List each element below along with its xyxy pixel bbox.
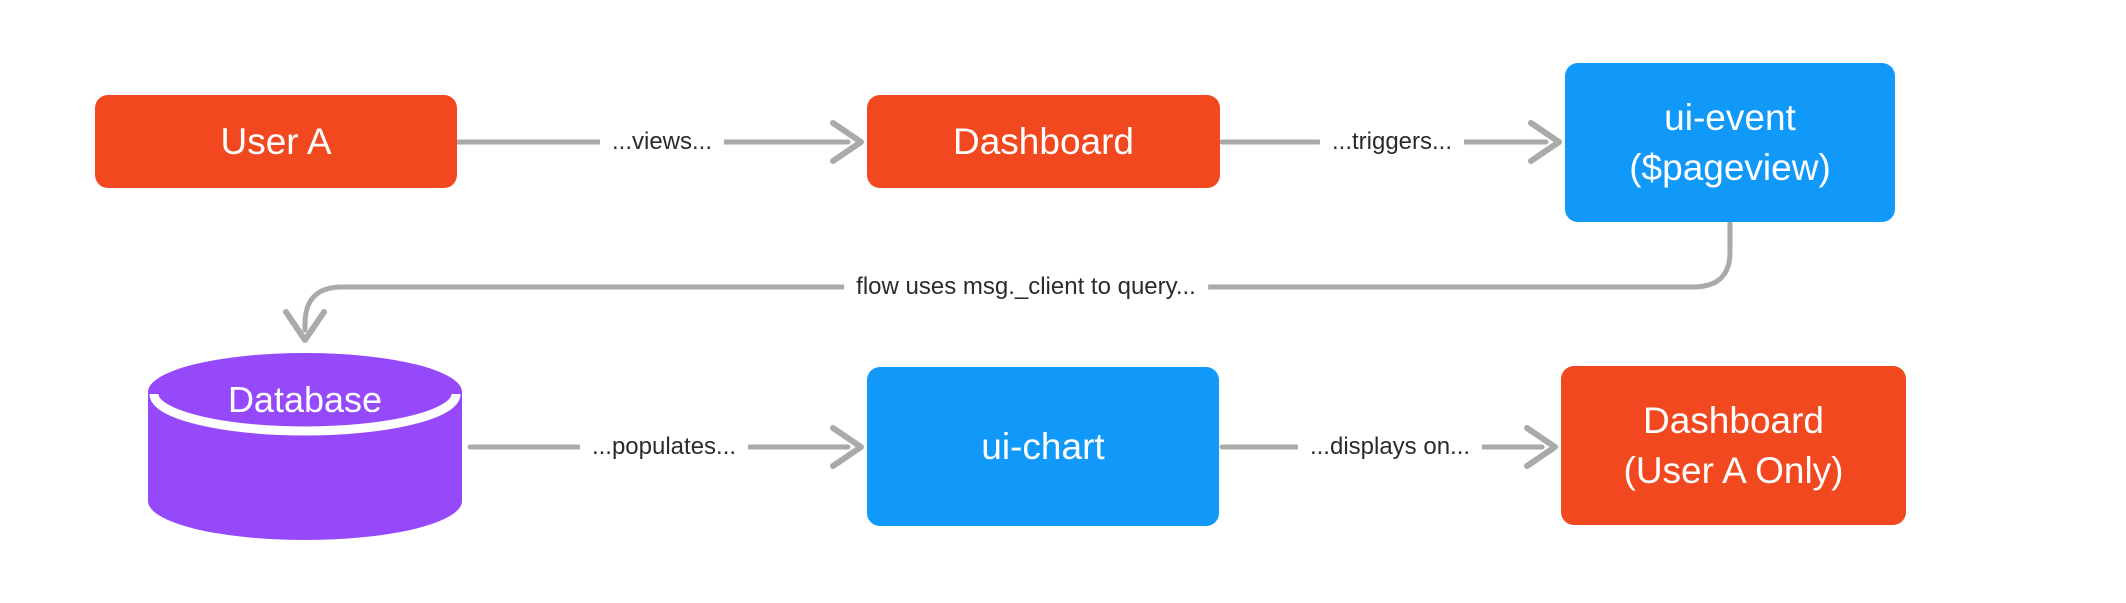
node-dashboard-user-a-only: Dashboard (User A Only) (1561, 366, 1906, 525)
node-user-a-label: User A (220, 120, 332, 162)
node-ui-chart-label: ui-chart (981, 425, 1105, 467)
populates-arrowhead-icon (830, 425, 864, 469)
node-ui-event: ui-event ($pageview) (1565, 63, 1895, 222)
triggers-arrowhead-icon (1528, 120, 1562, 164)
node-dashboard-user-a-only-label: Dashboard (User A Only) (1623, 399, 1844, 491)
edge-label-populates: ...populates... (579, 430, 749, 464)
query-arrowhead-icon (283, 309, 327, 343)
database-cylinder (148, 353, 462, 540)
edge-label-displays-on: ...displays on... (1297, 430, 1483, 464)
edge-label-views: ...views... (599, 125, 725, 159)
database-cylinder-stripe (149, 393, 461, 436)
node-database-label: Database (227, 379, 383, 420)
node-user-a: User A (95, 95, 457, 188)
node-ui-chart: ui-chart (867, 367, 1219, 526)
edge-label-triggers: ...triggers... (1319, 125, 1465, 159)
edge-label-query: flow uses msg._client to query... (844, 270, 1208, 304)
node-dashboard: Dashboard (867, 95, 1220, 188)
views-arrowhead-icon (830, 120, 864, 164)
displays-on-arrowhead-icon (1524, 425, 1558, 469)
node-dashboard-label: Dashboard (952, 120, 1134, 162)
node-database-label-wrap: Database (148, 368, 462, 432)
node-ui-event-label: ui-event ($pageview) (1629, 96, 1831, 188)
